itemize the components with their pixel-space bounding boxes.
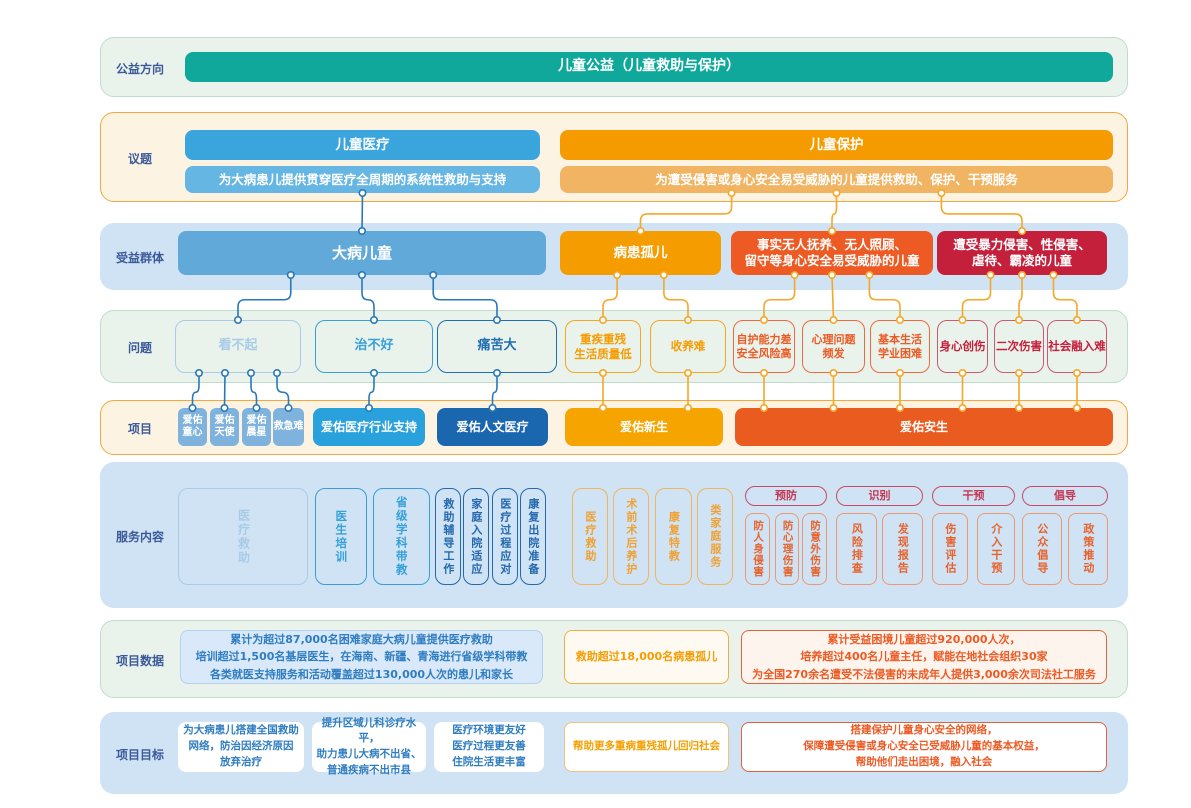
label-services: 服务内容 bbox=[115, 530, 164, 544]
service-xs-family-like: 类家庭服务 bbox=[697, 488, 733, 585]
prob-social: 社会融入难 bbox=[1047, 320, 1107, 373]
goal-network: 为大病患儿搭建全国救助 网络，防治因经济原因 放弃治疗 bbox=[178, 722, 304, 772]
proj-jiujinan: 救急难 bbox=[273, 408, 304, 446]
service-discharge-prep: 康复出院准备 bbox=[520, 488, 546, 585]
label-issues: 议题 bbox=[127, 152, 152, 166]
issue-protection-sub: 为遭受侵害或身心安全易受威胁的儿童提供救助、保护、干预服务 bbox=[560, 166, 1113, 193]
group-abused: 遭受暴力侵害、性侵害、 虐待、霸凌的儿童 bbox=[937, 231, 1107, 275]
group-defacto: 事实无人抚养、无人照顾、 留守等身心安全易受威胁的儿童 bbox=[731, 231, 933, 275]
service-as-discovery-report: 发现报告 bbox=[882, 513, 923, 585]
service-doctor-training: 医生培训 bbox=[315, 488, 367, 585]
group-header-identification: 识别 bbox=[836, 486, 923, 506]
service-medical-aid: 医疗救助 bbox=[178, 488, 308, 585]
prob-livelihood: 基本生活 学业困难 bbox=[870, 320, 930, 373]
service-as-policy-push: 政策推动 bbox=[1068, 513, 1108, 585]
service-as-psych-harm: 防心理伤害 bbox=[775, 513, 799, 585]
label-beneficiaries: 受益群体 bbox=[115, 251, 164, 265]
goal-regional-care: 提升区域儿科诊疗水平， 助力患儿大病不出省、 普通疾病不出市县 bbox=[312, 717, 426, 776]
goal-friendly-environment: 医疗环境更友好 医疗过程更友善 住院生活更丰富 bbox=[434, 722, 544, 772]
data-ansheng: 累计受益困境儿童超过920,000人次， 培养超过400名儿童主任，赋能在地社会… bbox=[741, 630, 1107, 684]
service-xs-surgery-care: 术前术后养护 bbox=[613, 488, 649, 585]
service-as-harm-assessment: 伤害评估 bbox=[932, 513, 968, 585]
proj-tongxin: 爱佑 童心 bbox=[178, 408, 207, 446]
label-goals: 项目目标 bbox=[115, 748, 164, 762]
data-xinsheng: 救助超过18,000名病患孤儿 bbox=[564, 630, 729, 684]
proj-renwen: 爱佑人文医疗 bbox=[437, 408, 548, 446]
label-problems: 问题 bbox=[127, 341, 152, 355]
label-projects: 项目 bbox=[127, 422, 152, 436]
proj-tianshi: 爱佑 天使 bbox=[210, 408, 239, 446]
group-header-prevention: 预防 bbox=[745, 486, 827, 506]
service-as-risk-screening: 风险排查 bbox=[836, 513, 877, 585]
proj-xinsheng: 爱佑新生 bbox=[565, 408, 723, 446]
service-as-accident-harm: 防意外伤害 bbox=[802, 513, 827, 585]
prob-pain: 痛苦大 bbox=[437, 320, 557, 373]
service-aid-counseling: 救助辅导工作 bbox=[435, 488, 461, 585]
direction-bar: 儿童公益（儿童救助与保护） bbox=[185, 52, 1113, 82]
data-medical: 累计为超过87,000名困难家庭大病儿童提供医疗救助 培训超过1,500名基层医… bbox=[180, 630, 543, 684]
prob-psych: 心理问题 频发 bbox=[802, 320, 865, 373]
group-sick: 大病儿童 bbox=[178, 231, 546, 275]
prob-cant-afford: 看不起 bbox=[175, 320, 301, 373]
section-problems bbox=[100, 310, 1128, 383]
proj-industry: 爱佑医疗行业支持 bbox=[313, 408, 425, 446]
group-header-advocacy: 倡导 bbox=[1022, 486, 1108, 506]
issue-medical-title: 儿童医疗 bbox=[185, 130, 540, 160]
service-family-admission: 家庭入院适应 bbox=[463, 488, 489, 585]
prob-secondary: 二次伤害 bbox=[994, 320, 1044, 373]
prob-selfcare: 自护能力差 安全风险高 bbox=[733, 320, 795, 373]
service-xs-medical-aid: 医疗救助 bbox=[572, 488, 608, 585]
service-as-personal-harm: 防人身侵害 bbox=[745, 513, 770, 585]
prob-quality: 重疾重残 生活质量低 bbox=[565, 320, 641, 373]
proj-ansheng: 爱佑安生 bbox=[735, 408, 1113, 446]
proj-chenxing: 爱佑 晨星 bbox=[242, 408, 271, 446]
prob-trauma: 身心创伤 bbox=[937, 320, 988, 373]
label-direction: 公益方向 bbox=[115, 62, 164, 76]
prob-adoption: 收养难 bbox=[650, 320, 726, 373]
issue-protection-title: 儿童保护 bbox=[560, 130, 1113, 160]
service-xs-rehab-education: 康复特教 bbox=[655, 488, 692, 585]
goal-return-society: 帮助更多重病重残孤儿回归社会 bbox=[564, 722, 729, 772]
group-orphan: 病患孤儿 bbox=[560, 231, 721, 275]
goal-safety-network: 搭建保护儿童身心安全的网络， 保障遭受侵害或身心安全已受威胁儿童的基本权益， 帮… bbox=[741, 722, 1107, 772]
service-as-public-advocacy: 公众倡导 bbox=[1022, 513, 1062, 585]
service-provincial-teaching: 省级学科带教 bbox=[373, 488, 430, 585]
service-treatment-coping: 医疗过程应对 bbox=[492, 488, 518, 585]
prob-cant-cure: 治不好 bbox=[315, 320, 433, 373]
issue-medical-sub: 为大病患儿提供贯穿医疗全周期的系统性救助与支持 bbox=[185, 166, 540, 193]
service-as-intervene: 介入干预 bbox=[977, 513, 1015, 585]
group-header-intervention: 干预 bbox=[932, 486, 1015, 506]
label-project-data: 项目数据 bbox=[115, 654, 164, 668]
